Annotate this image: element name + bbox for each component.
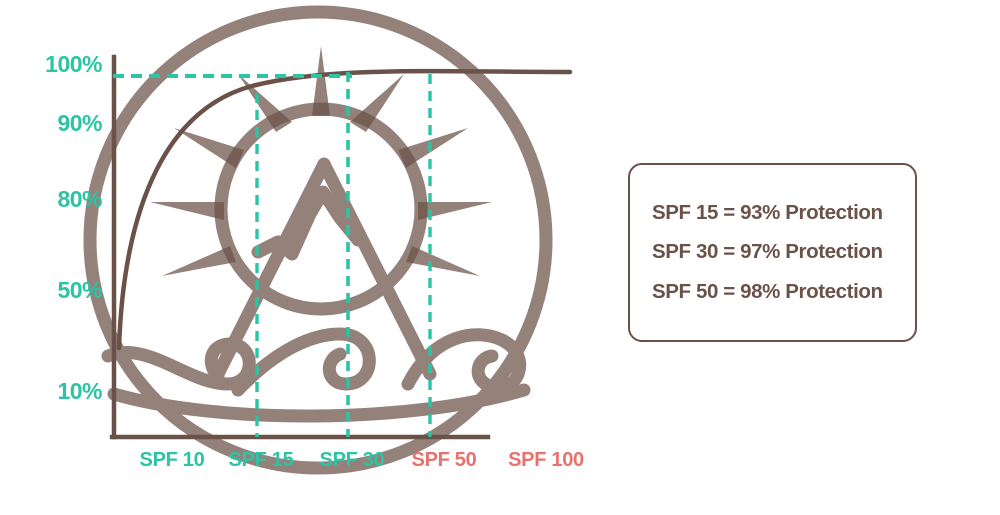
- protection-curve: [116, 68, 573, 351]
- legend-box: SPF 15 = 93% Protection SPF 30 = 97% Pro…: [628, 163, 917, 342]
- legend-line-spf-30: SPF 30 = 97% Protection: [652, 240, 883, 264]
- x-tick-label-spf-10: SPF 10: [139, 449, 205, 471]
- y-tick-label-100: 100%: [45, 51, 102, 77]
- y-tick-label-10: 10%: [57, 378, 102, 404]
- x-tick-label-spf-30: SPF 30: [319, 449, 385, 471]
- y-tick-label-90: 90%: [57, 110, 102, 136]
- legend-line-spf-15: SPF 15 = 93% Protection: [652, 200, 883, 224]
- x-tick-label-spf-15: SPF 15: [228, 449, 294, 471]
- x-tick-label-spf-100: SPF 100: [508, 449, 584, 471]
- y-tick-label-80: 80%: [57, 186, 102, 212]
- legend-line-spf-50: SPF 50 = 98% Protection: [652, 279, 883, 303]
- y-tick-label-50: 50%: [57, 277, 102, 303]
- x-tick-label-spf-50: SPF 50: [411, 449, 477, 471]
